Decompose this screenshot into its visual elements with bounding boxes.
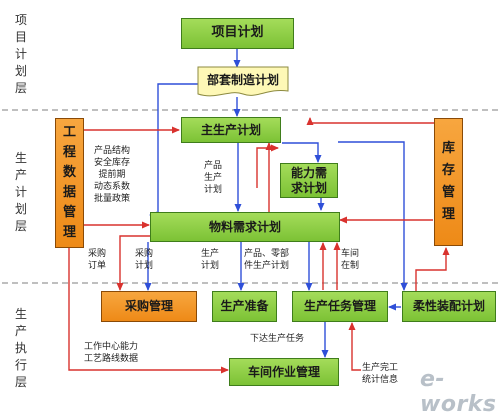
task-mgmt-box: 生产任务管理 <box>292 291 388 322</box>
note-purchase-order: 采购 订单 <box>88 249 107 271</box>
master-plan-box: 主生产计划 <box>181 117 281 143</box>
kit-plan-shape <box>197 66 289 97</box>
note-work-center: 工作中心能力 工艺路线数据 <box>84 342 139 364</box>
flexible-assembly-box: 柔性装配计划 <box>402 291 496 322</box>
layer-label-production-exec: 生产执行层 <box>14 307 27 389</box>
note-completion: 生产完工 统计信息 <box>362 363 399 385</box>
note-production-plan: 生产 计划 <box>201 249 220 271</box>
prep-box: 生产准备 <box>212 291 277 322</box>
engineering-data-box: 工程数据管理 <box>55 118 84 248</box>
capacity-plan-box: 能力需求计划 <box>280 163 338 198</box>
note-shop-wip: 车间 在制 <box>341 249 360 271</box>
note-parts-plan: 产品、零部 件生产计划 <box>244 249 290 271</box>
watermark-logo: e-works <box>420 367 497 417</box>
layer-label-production-plan: 生产计划层 <box>14 151 27 233</box>
note-product-plan: 产品 生产 计划 <box>204 161 223 195</box>
kit-plan-box: 部套制造计划 <box>197 66 289 98</box>
inventory-box: 库存管理 <box>434 118 463 246</box>
note-product-structure: 产品结构 安全库存 提前期 动态系数 批量政策 <box>94 146 131 204</box>
kit-plan-label: 部套制造计划 <box>206 73 279 87</box>
shop-mgmt-box: 车间作业管理 <box>229 358 339 386</box>
note-purchase-plan: 采购 计划 <box>135 249 154 271</box>
project-plan-box: 项目计划 <box>181 18 294 49</box>
note-issue-task: 下达生产任务 <box>250 334 305 344</box>
purchase-box: 采购管理 <box>101 291 197 322</box>
mrp-box: 物料需求计划 <box>150 212 340 242</box>
layer-label-project: 项目计划层 <box>14 13 27 95</box>
